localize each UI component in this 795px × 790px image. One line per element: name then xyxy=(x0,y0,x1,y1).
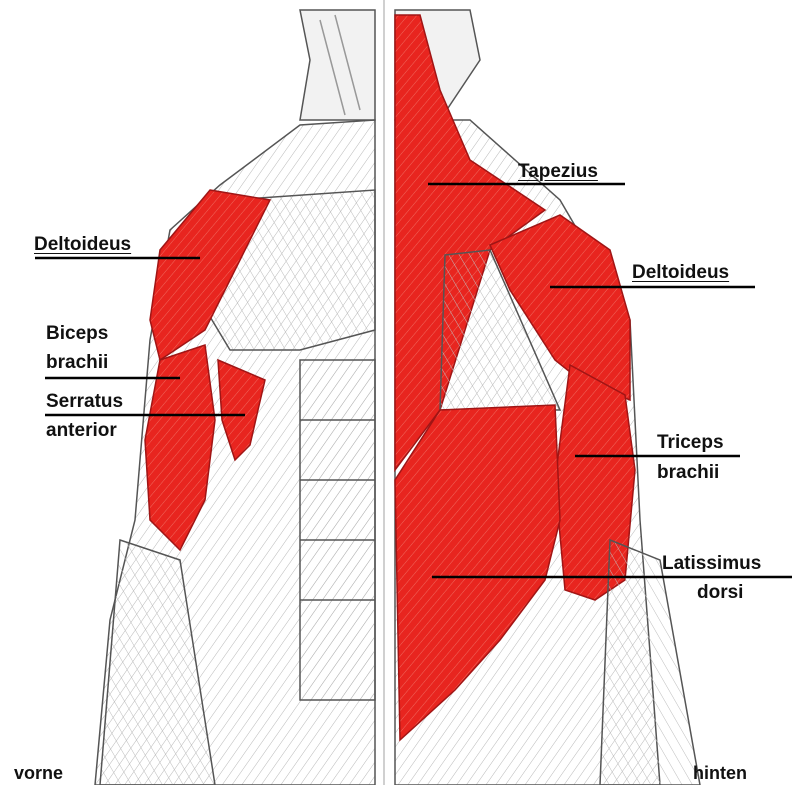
label-back-latissimus-line2: dorsi xyxy=(697,582,743,604)
label-front-biceps-line2: brachii xyxy=(46,352,108,374)
label-back-deltoideus: Deltoideus xyxy=(632,262,729,284)
label-back-latissimus-line1: Latissimus xyxy=(662,553,761,575)
label-front-deltoideus: Deltoideus xyxy=(34,234,131,256)
label-front-serratus-line1: Serratus xyxy=(46,391,123,413)
label-front-serratus-line2: anterior xyxy=(46,420,117,442)
back-view xyxy=(395,10,700,785)
caption-back: hinten xyxy=(693,762,747,784)
front-view xyxy=(95,10,375,785)
label-back-triceps-line1: Triceps xyxy=(657,432,724,454)
label-front-biceps-line1: Biceps xyxy=(46,323,108,345)
label-back-triceps-line2: brachii xyxy=(657,462,719,484)
caption-front: vorne xyxy=(14,762,63,784)
label-back-trapezius: Tapezius xyxy=(518,161,598,183)
